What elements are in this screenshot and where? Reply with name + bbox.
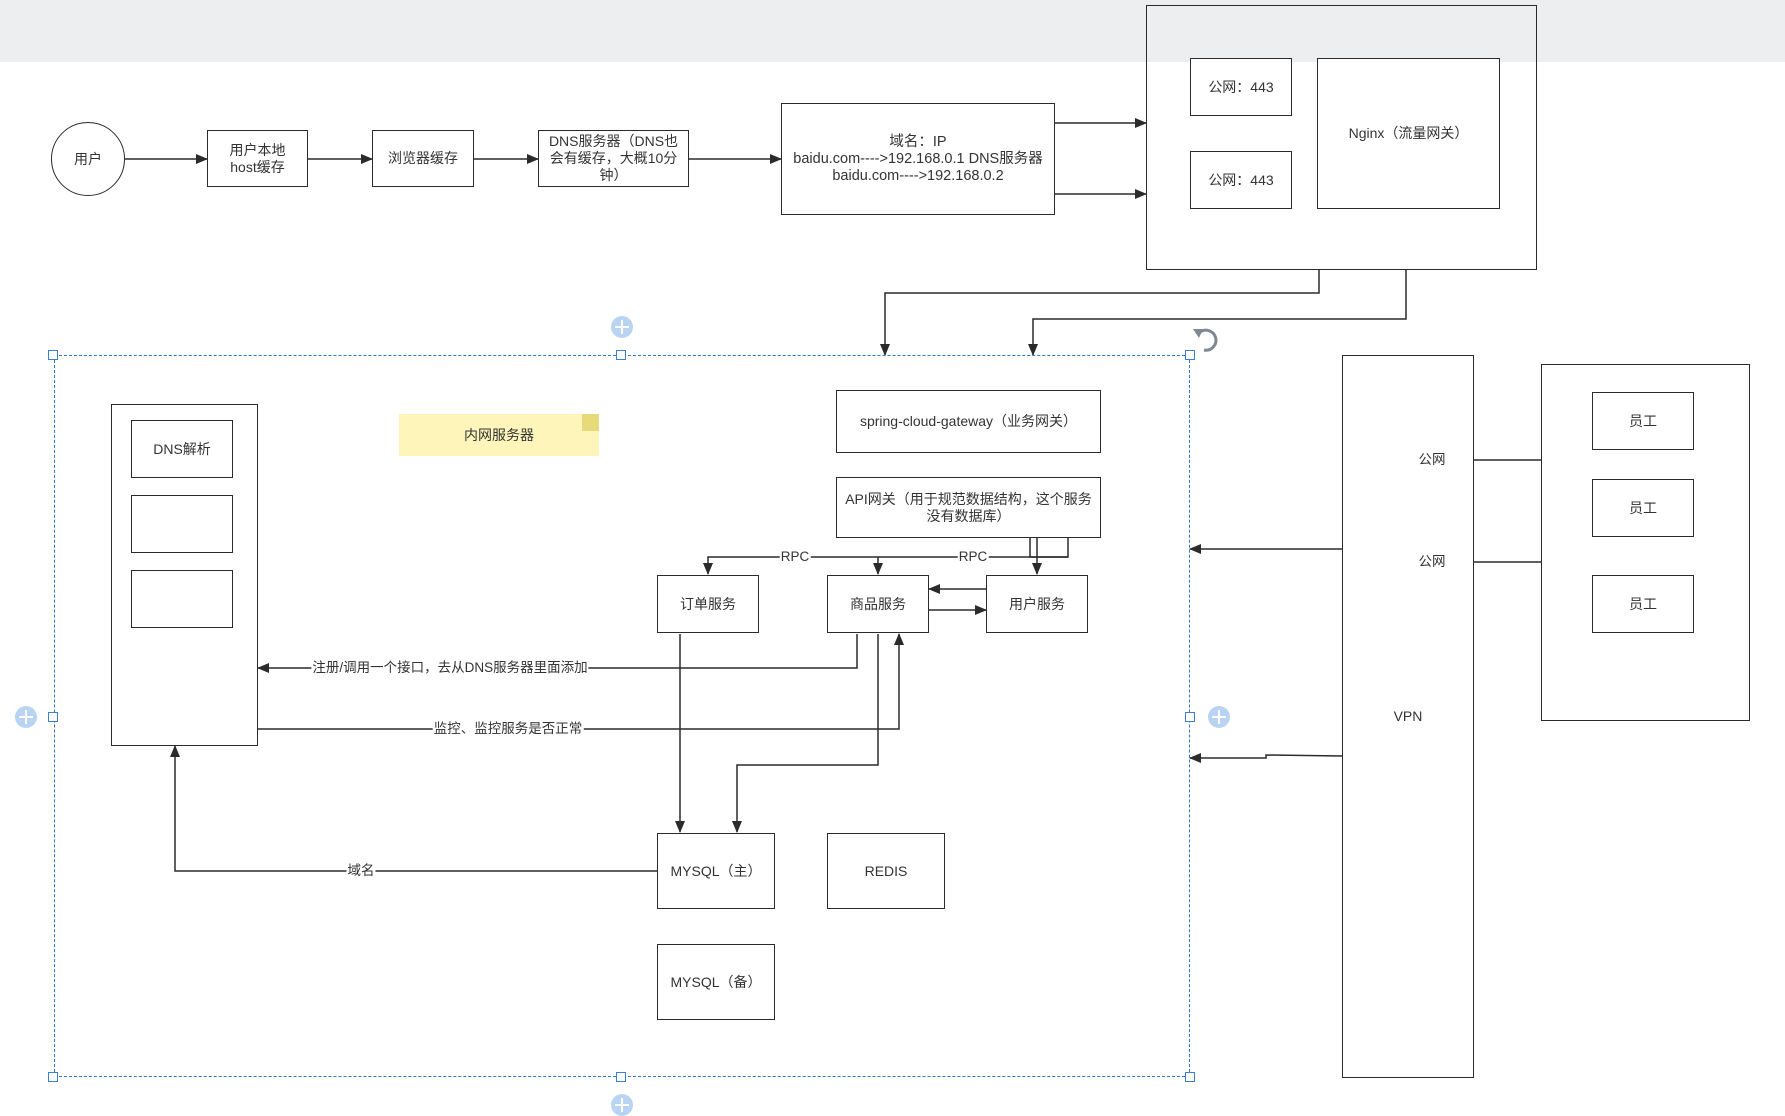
dns-resolve-label: DNS解析: [153, 440, 211, 457]
public-443-node-b[interactable]: 公网：443: [1190, 151, 1292, 209]
vpn-node[interactable]: VPN: [1342, 355, 1474, 1078]
canvas-top-band: [0, 0, 1785, 62]
product-service-node[interactable]: 商品服务: [827, 575, 929, 633]
rotate-handle-icon[interactable]: [1190, 323, 1224, 357]
employee-label-1: 员工: [1629, 412, 1657, 429]
nginx-node[interactable]: Nginx（流量网关）: [1317, 58, 1500, 209]
host-cache-node[interactable]: 用户本地 host缓存: [207, 130, 308, 187]
employee-label-2: 员工: [1629, 499, 1657, 516]
public-443-label-a: 公网：443: [1208, 78, 1274, 95]
host-cache-label: 用户本地 host缓存: [229, 141, 286, 175]
api-gateway-node[interactable]: API网关（用于规范数据结构，这个服务没有数据库）: [836, 477, 1101, 538]
edge-vpn-to-internal-2[interactable]: [1189, 753, 1343, 763]
order-service-node[interactable]: 订单服务: [657, 575, 759, 633]
internal-server-note[interactable]: 内网服务器: [399, 414, 599, 456]
edge-label-domain[interactable]: 域名: [346, 863, 376, 879]
employee-node-1[interactable]: 员工: [1592, 392, 1694, 450]
user-service-node[interactable]: 用户服务: [986, 575, 1088, 633]
employee-node-2[interactable]: 员工: [1592, 479, 1694, 537]
resize-handle-middle-left[interactable]: [48, 712, 58, 722]
business-gateway-node[interactable]: spring-cloud-gateway（业务网关）: [836, 390, 1101, 453]
dns-record-slot-2[interactable]: [131, 570, 233, 628]
dns-resolve-container[interactable]: [111, 404, 258, 746]
dns-resolve-node[interactable]: DNS解析: [131, 420, 233, 478]
nginx-label: Nginx（流量网关）: [1348, 125, 1469, 141]
api-gateway-label: API网关（用于规范数据结构，这个服务没有数据库）: [845, 490, 1092, 524]
user-node-label: 用户: [74, 150, 102, 167]
redis-node[interactable]: REDIS: [827, 833, 945, 909]
add-connection-icon-right[interactable]: [1208, 706, 1230, 728]
note-fold-corner: [582, 414, 599, 431]
employee-node-3[interactable]: 员工: [1592, 575, 1694, 633]
add-connection-icon-bottom[interactable]: [611, 1094, 633, 1116]
dns-server-node[interactable]: DNS服务器（DNS也会有缓存，大概10分钟）: [538, 130, 689, 187]
resize-handle-bottom-left[interactable]: [48, 1072, 58, 1082]
edge-label-public-1[interactable]: 公网: [1417, 452, 1447, 468]
add-connection-icon-top[interactable]: [611, 316, 633, 338]
edge-label-rpc-right[interactable]: RPC: [957, 549, 989, 565]
vpn-label: VPN: [1393, 708, 1423, 724]
employee-label-3: 员工: [1629, 595, 1657, 612]
dns-record-slot-1[interactable]: [131, 495, 233, 553]
edge-public-to-internal-a[interactable]: [880, 270, 1320, 356]
mysql-master-label: MYSQL（主）: [670, 862, 762, 879]
edge-label-monitor[interactable]: 监控、监控服务是否正常: [432, 721, 584, 737]
public-443-node-a[interactable]: 公网：443: [1190, 58, 1292, 116]
user-service-label: 用户服务: [1009, 595, 1065, 612]
business-gateway-label: spring-cloud-gateway（业务网关）: [859, 413, 1078, 429]
mysql-backup-label: MYSQL（备）: [670, 973, 762, 990]
resize-handle-top-left[interactable]: [48, 350, 58, 360]
resize-handle-top-center[interactable]: [616, 350, 626, 360]
edge-rpc-to-order[interactable]: [703, 556, 1068, 575]
domain-ip-node[interactable]: 域名：IP baidu.com---->192.168.0.1 DNS服务器 b…: [781, 103, 1055, 215]
order-service-label: 订单服务: [680, 595, 736, 612]
mysql-backup-node[interactable]: MYSQL（备）: [657, 944, 775, 1020]
dns-server-label: DNS服务器（DNS也会有缓存，大概10分钟）: [548, 133, 679, 183]
mysql-master-node[interactable]: MYSQL（主）: [657, 833, 775, 909]
internal-server-selection-box[interactable]: [54, 355, 1190, 1077]
public-443-label-b: 公网：443: [1208, 171, 1274, 188]
resize-handle-top-right[interactable]: [1185, 350, 1195, 360]
redis-label: REDIS: [864, 862, 908, 879]
edge-label-register[interactable]: 注册/调用一个接口，去从DNS服务器里面添加: [311, 660, 589, 676]
domain-ip-label: 域名：IP baidu.com---->192.168.0.1 DNS服务器 b…: [793, 133, 1043, 184]
browser-cache-node[interactable]: 浏览器缓存: [372, 130, 474, 187]
public-network-container[interactable]: [1146, 5, 1537, 270]
edge-public-to-internal-b[interactable]: [1028, 270, 1407, 356]
browser-cache-label: 浏览器缓存: [388, 150, 458, 166]
user-node[interactable]: 用户: [51, 122, 125, 196]
employee-container[interactable]: [1541, 364, 1750, 721]
edge-api-gateway-loop[interactable]: [1029, 537, 1069, 558]
resize-handle-bottom-right[interactable]: [1185, 1072, 1195, 1082]
edge-label-public-2[interactable]: 公网: [1417, 554, 1447, 570]
add-connection-icon-left[interactable]: [15, 706, 37, 728]
resize-handle-middle-right[interactable]: [1185, 712, 1195, 722]
edge-label-rpc-left[interactable]: RPC: [779, 549, 811, 565]
product-service-label: 商品服务: [850, 595, 906, 612]
edge-product-to-mysql[interactable]: [732, 634, 879, 833]
internal-server-note-label: 内网服务器: [464, 427, 534, 443]
edge-domain-to-dns-resolve[interactable]: [170, 745, 657, 872]
resize-handle-bottom-center[interactable]: [616, 1072, 626, 1082]
